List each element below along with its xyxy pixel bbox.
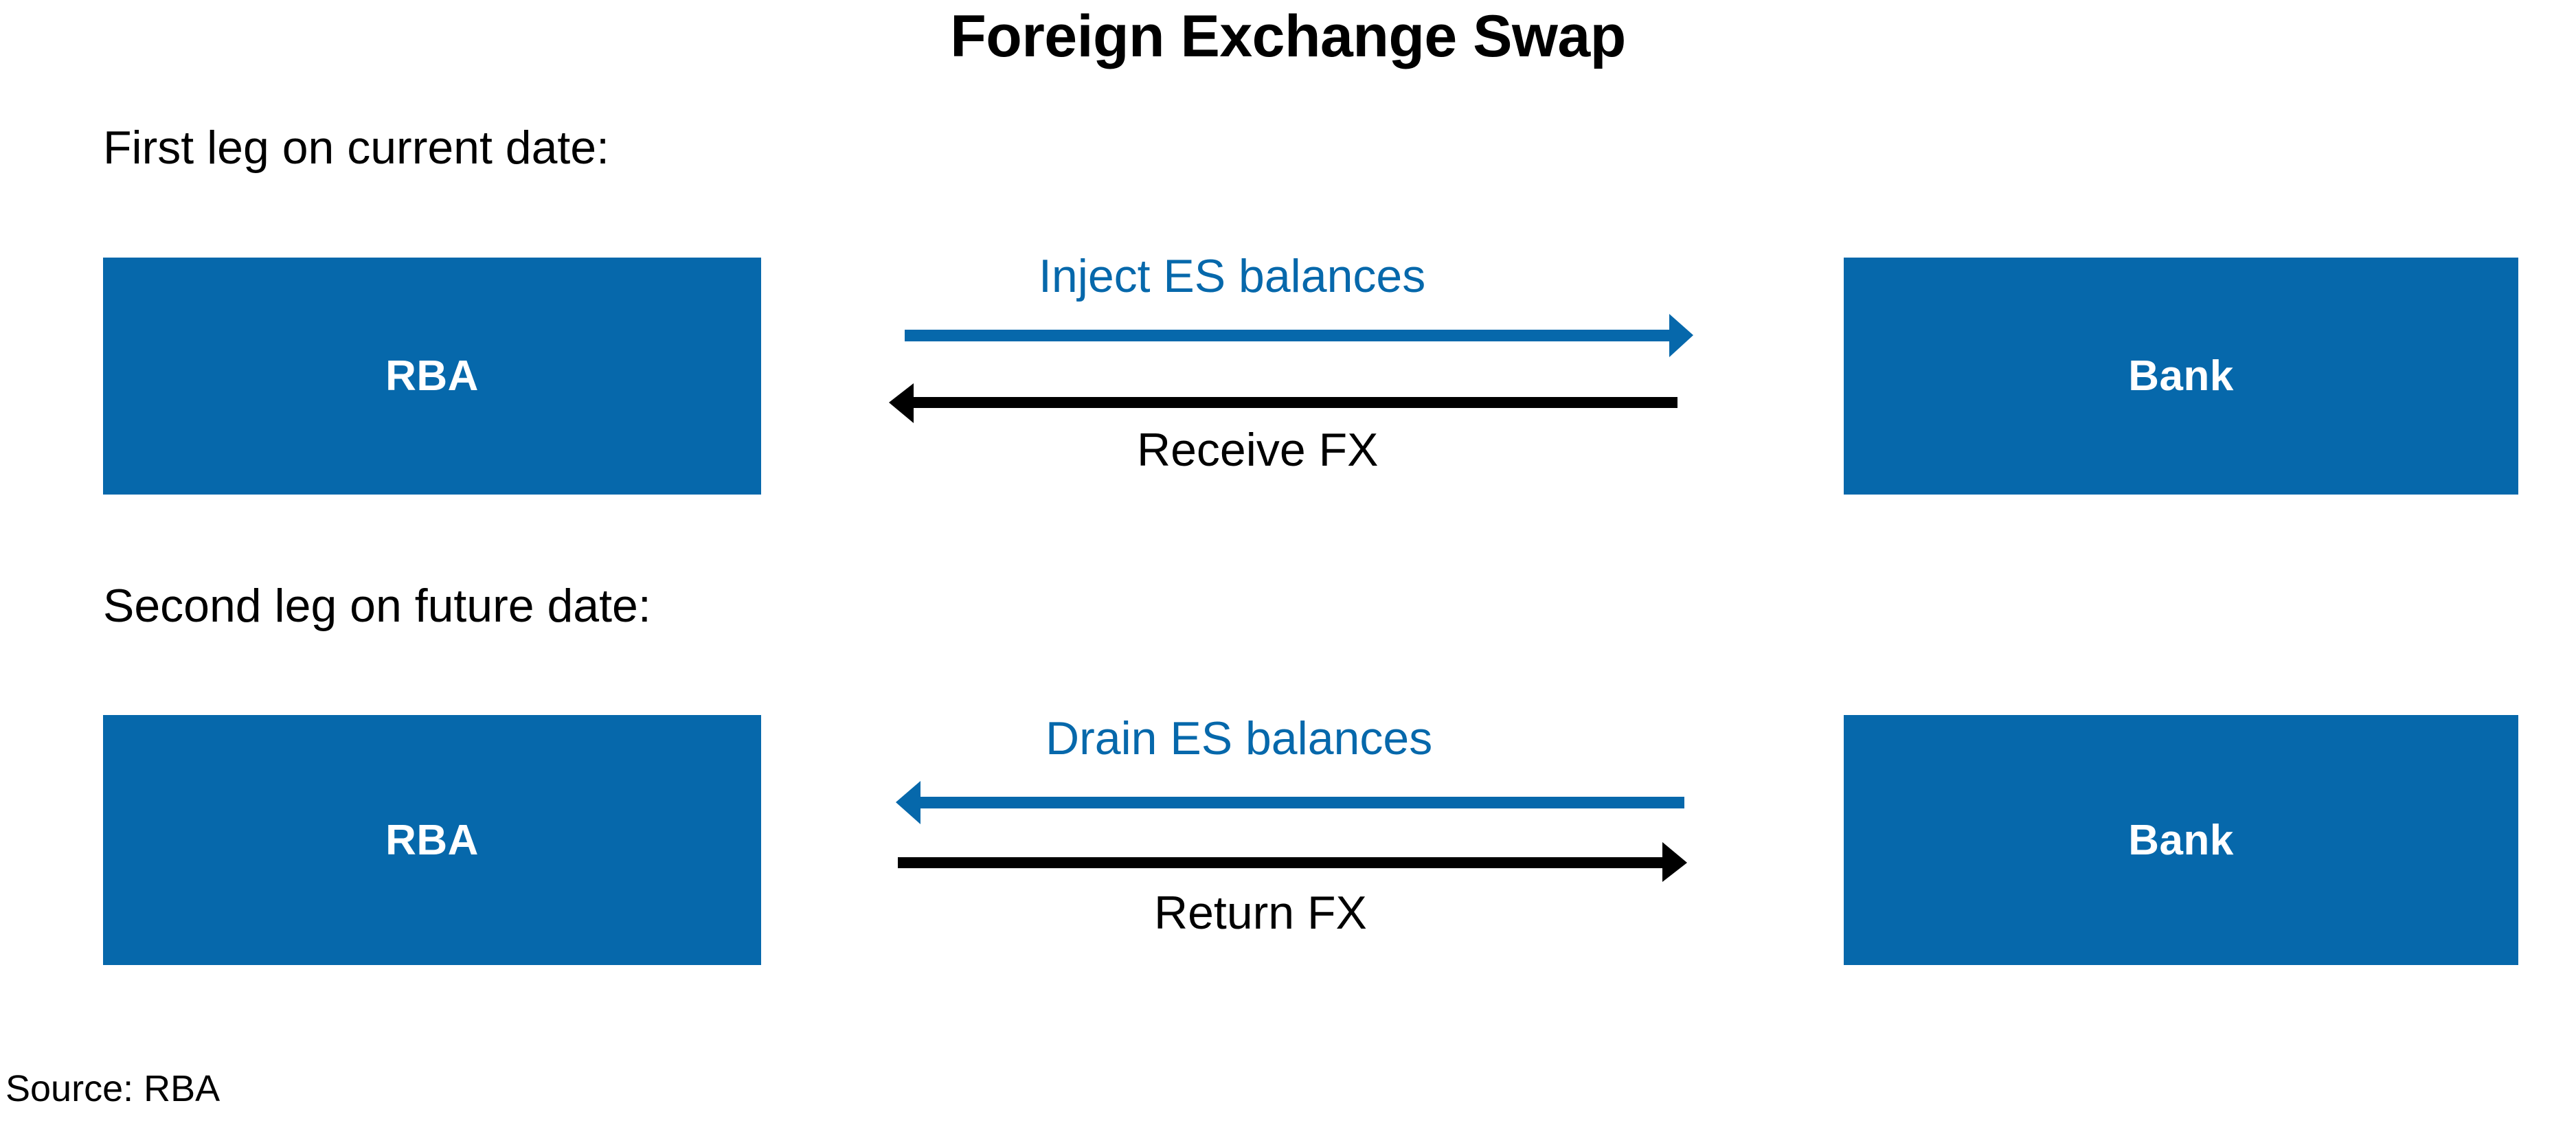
leg-2-flow-2-arrow: [898, 842, 1687, 882]
leg-2-right-entity-box: Bank: [1844, 715, 2518, 965]
leg-1-caption: First leg on current date:: [103, 122, 610, 174]
leg-2-left-entity-label: RBA: [385, 816, 479, 864]
leg-2-caption: Second leg on future date:: [103, 580, 651, 632]
leg-1-left-entity-label: RBA: [385, 352, 479, 400]
leg-1-flow-1-label: Inject ES balances: [1039, 250, 1426, 302]
leg-1-flow-2-label: Receive FX: [1137, 424, 1379, 476]
leg-2-left-entity-box: RBA: [103, 715, 761, 965]
leg-2-flow-1-arrow: [896, 781, 1684, 824]
leg-1-right-entity-label: Bank: [2128, 352, 2234, 400]
leg-2-flow-1-label: Drain ES balances: [1046, 712, 1433, 764]
leg-2-flow-2-label: Return FX: [1154, 887, 1367, 939]
leg-1-flow-2-arrow: [889, 383, 1677, 423]
figure-title: Foreign Exchange Swap: [950, 3, 1626, 69]
source-note: Source: RBA: [5, 1068, 221, 1109]
leg-1-flow-1-arrow: [905, 314, 1693, 357]
leg-1-left-entity-box: RBA: [103, 258, 761, 495]
leg-2-right-entity-label: Bank: [2128, 816, 2234, 864]
leg-1-right-entity-box: Bank: [1844, 258, 2518, 495]
